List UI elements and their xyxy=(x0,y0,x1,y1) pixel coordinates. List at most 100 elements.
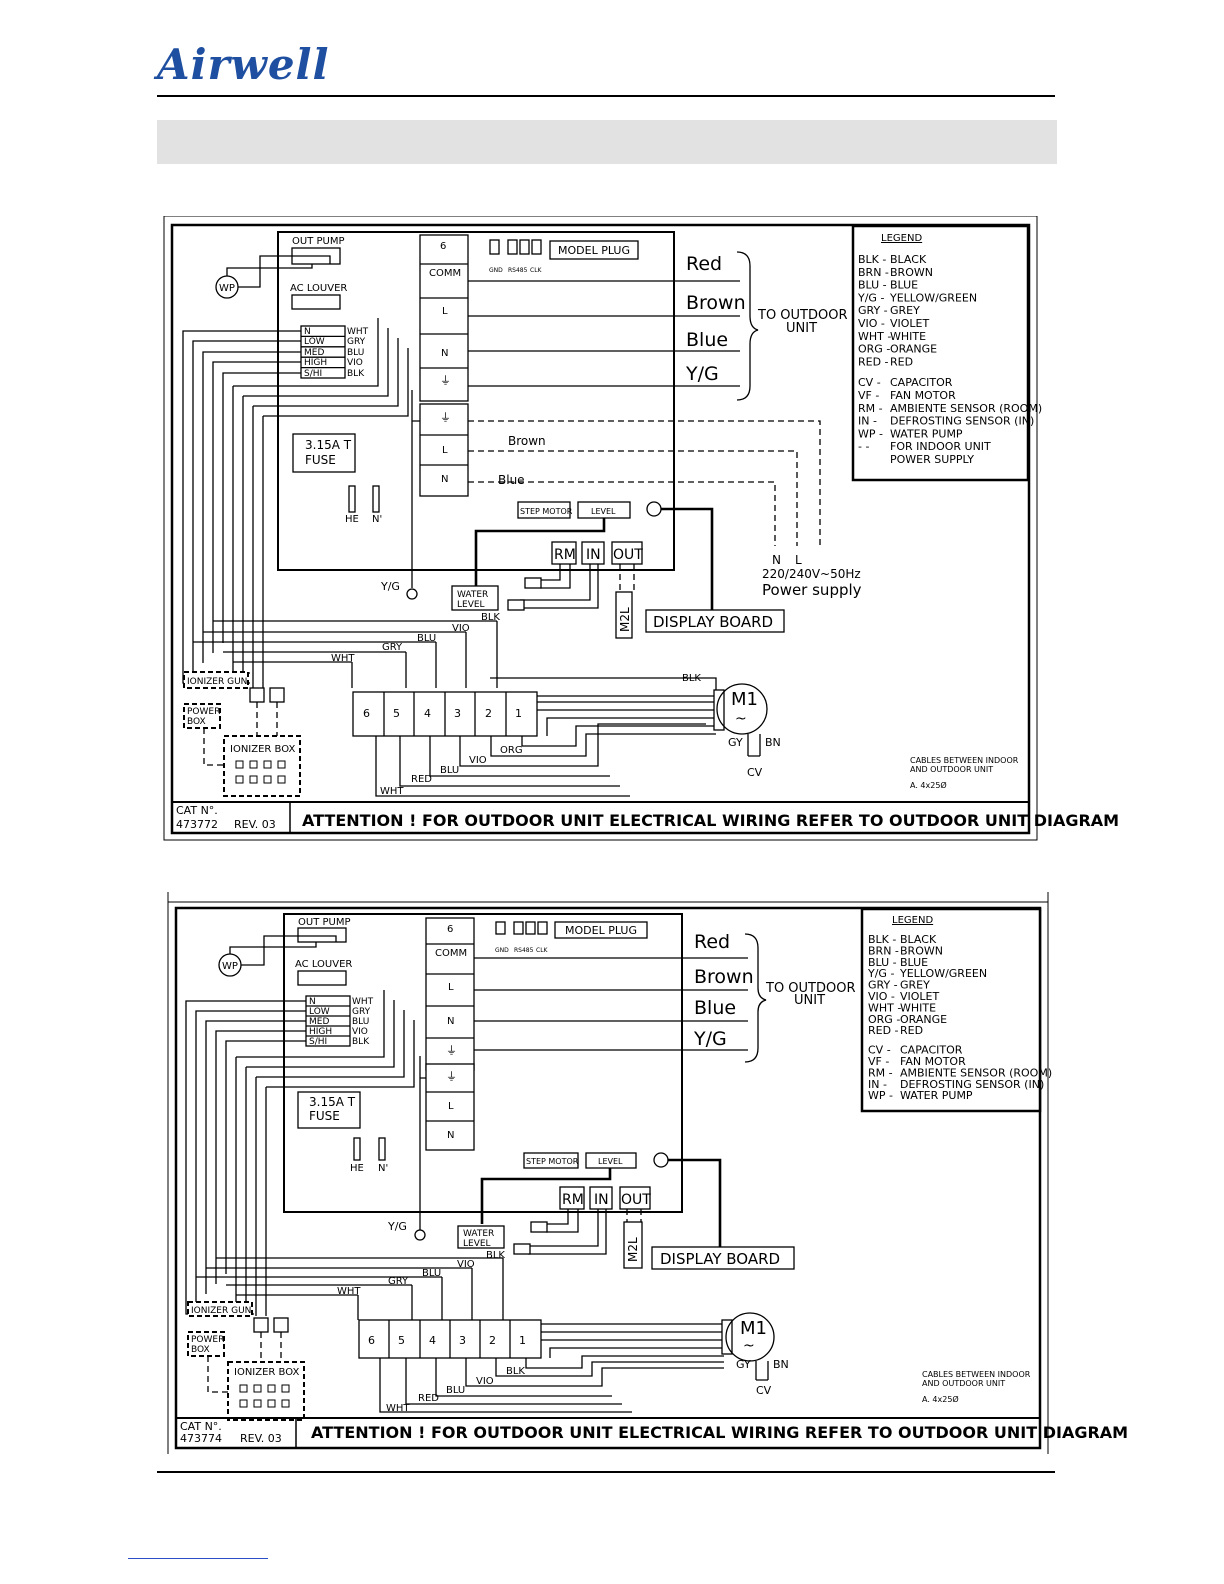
legend-title-2: LEGEND xyxy=(892,915,933,926)
out-sensor-box xyxy=(611,541,643,565)
ionizer-gun-label: IONIZER GUN xyxy=(187,677,247,687)
legend-description: ORANGE xyxy=(890,343,937,356)
legend-code: ORG - xyxy=(868,1013,900,1026)
color-blu-2: BLU xyxy=(352,1017,369,1027)
legend-code: BLK - xyxy=(858,253,886,266)
relay-4-2: 4 xyxy=(429,1334,436,1347)
legend-code: VIO - xyxy=(858,317,885,330)
legend-description: FOR INDOOR UNIT xyxy=(890,440,991,453)
relay-2-2: 2 xyxy=(489,1334,496,1347)
legend-description: CAPACITOR xyxy=(890,376,953,389)
legend-code: Y/G - xyxy=(857,291,884,304)
earth-symbol xyxy=(406,588,418,600)
display-board-box xyxy=(645,609,785,633)
wire-brown-2: Brown xyxy=(694,966,754,988)
relay-3: 3 xyxy=(454,707,461,720)
water-level-2: LEVEL xyxy=(457,600,485,610)
speed-high-2: HIGH xyxy=(309,1027,332,1037)
terminal-n-2b: N xyxy=(447,1016,454,1027)
brown-label: Brown xyxy=(508,434,546,448)
legend-code: VIO - xyxy=(868,990,895,1003)
ionizer-box-label-2: IONIZER BOX xyxy=(234,1367,299,1378)
ac-louver-label-2: AC LOUVER xyxy=(295,959,352,970)
water-level-2b: LEVEL xyxy=(463,1239,491,1249)
terminal-comm: COMM xyxy=(429,268,461,279)
label-gry: GRY xyxy=(382,642,403,653)
legend-code: RM - xyxy=(858,402,883,415)
yg-label: Y/G xyxy=(380,580,400,593)
display-board-label: DISPLAY BOARD xyxy=(653,613,773,631)
model-plug-label-2: MODEL PLUG xyxy=(565,924,637,937)
terminal-n-3: N xyxy=(447,1130,454,1141)
cat-number: 473772 xyxy=(176,818,218,831)
diagram-inner-frame xyxy=(170,223,1031,835)
label-wht: WHT xyxy=(331,653,355,664)
model-plug-box xyxy=(549,240,639,260)
relay-5-2: 5 xyxy=(398,1334,405,1347)
wire-brown: Brown xyxy=(686,292,746,314)
legend-code: RED - xyxy=(868,1024,899,1037)
terminal-block-bottom: ⏚ L N xyxy=(419,403,469,497)
legend-description: GREY xyxy=(890,304,920,317)
water-level-1: WATER xyxy=(457,590,488,600)
motor-blu-label: BLU xyxy=(440,765,459,776)
ac-louver-label: AC LOUVER xyxy=(290,283,347,294)
cables-note-2: AND OUTDOOR UNIT xyxy=(910,765,993,774)
legend-description: ORANGE xyxy=(900,1013,947,1026)
motor-wht-label: WHT xyxy=(380,786,404,797)
display-board-label-2: DISPLAY BOARD xyxy=(660,1250,780,1268)
terminal-l-3: L xyxy=(448,1101,454,1112)
m2l-box xyxy=(615,591,633,639)
connector-clk-2: CLK xyxy=(536,947,549,954)
legend-description: WHITE xyxy=(900,1001,936,1014)
step-motor-box xyxy=(517,501,571,519)
terminal-l: L xyxy=(442,306,448,317)
color-vio-2: VIO xyxy=(352,1027,368,1037)
terminal-earth-2: ⏚ xyxy=(440,411,451,424)
legend-description: YELLOW/GREEN xyxy=(899,967,987,980)
wp-label-2: WP xyxy=(222,961,238,972)
legend-code: GRY - xyxy=(858,304,888,317)
legend-description: DEFROSTING SENSOR (IN) xyxy=(900,1078,1044,1091)
relay-3-2: 3 xyxy=(459,1334,466,1347)
wire-red: Red xyxy=(686,253,722,275)
motor-label-2: M1 xyxy=(740,1318,767,1339)
step-motor-label: STEP MOTOR xyxy=(520,507,573,516)
motor-blk-label: BLK xyxy=(682,673,701,684)
rev-label: REV. 03 xyxy=(234,818,276,831)
legend-code: IN - xyxy=(868,1078,887,1091)
ac-louver-box xyxy=(291,294,341,310)
legend-description: WHITE xyxy=(890,330,926,343)
speed-n-2: N xyxy=(309,997,316,1007)
legend-description: FAN MOTOR xyxy=(900,1055,966,1068)
motor-bn: BN xyxy=(765,736,781,749)
wire-blue: Blue xyxy=(686,329,728,351)
fan-speed-connector: N LOW MED HIGH S/HI WHT GRY BLU VIO BLK xyxy=(300,325,369,379)
relay-block: 6 5 4 3 2 1 xyxy=(352,691,538,737)
legend-code: RM - xyxy=(868,1066,893,1079)
speed-n: N xyxy=(304,327,311,337)
cable-spec: A. 4x25Ø xyxy=(910,780,947,790)
relay-1-2: 1 xyxy=(519,1334,526,1347)
legend-code: WP - xyxy=(858,427,883,440)
terminal-earth: ⏚ xyxy=(440,374,451,387)
label-blk-2: BLK xyxy=(486,1250,505,1261)
terminal-block-top: 6 COMM L N ⏚ xyxy=(419,234,469,402)
fan-speed-connector-2: N LOW MED HIGH S/HI WHT GRY BLU VIO BLK xyxy=(305,995,374,1047)
out-label: OUT xyxy=(613,547,643,563)
legend-description: VIOLET xyxy=(900,990,940,1003)
terminal-block-bottom-2: ⏚ L N xyxy=(425,1063,475,1151)
relay-4: 4 xyxy=(424,707,431,720)
power-box xyxy=(183,703,221,729)
cat-label-2: CAT N°. xyxy=(180,1420,222,1433)
legend-code: VF - xyxy=(868,1055,889,1068)
legend-box xyxy=(851,224,1030,482)
to-outdoor-unit-1: TO OUTDOOR xyxy=(757,308,848,323)
speed-low-2: LOW xyxy=(309,1007,330,1017)
relay-1: 1 xyxy=(515,707,522,720)
motor-gy: GY xyxy=(728,736,743,749)
n-prime-label-2: N' xyxy=(378,1163,388,1174)
out-label-2: OUT xyxy=(621,1192,651,1208)
motor-vio-label-2: VIO xyxy=(476,1376,494,1387)
step-motor-label-2: STEP MOTOR xyxy=(526,1157,579,1166)
